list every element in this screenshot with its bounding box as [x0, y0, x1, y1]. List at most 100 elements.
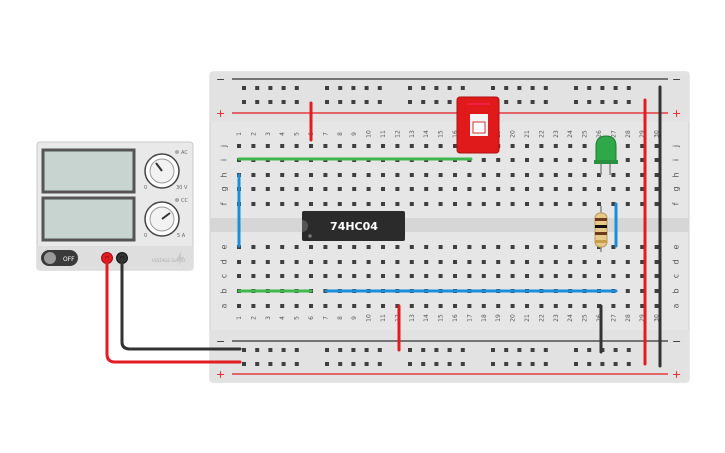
breadboard-hole[interactable]	[294, 304, 299, 308]
breadboard-hole[interactable]	[491, 348, 495, 352]
breadboard-hole[interactable]	[530, 348, 535, 352]
breadboard-hole[interactable]	[381, 304, 385, 308]
breadboard-hole[interactable]	[597, 274, 601, 278]
breadboard-hole[interactable]	[381, 260, 385, 264]
breadboard-hole[interactable]	[582, 173, 587, 177]
breadboard-hole[interactable]	[395, 304, 400, 308]
breadboard-hole[interactable]	[409, 187, 414, 191]
breadboard-hole[interactable]	[582, 260, 587, 264]
breadboard-hole[interactable]	[530, 86, 535, 90]
breadboard-hole[interactable]	[421, 348, 426, 352]
breadboard-hole[interactable]	[364, 100, 369, 104]
breadboard-hole[interactable]	[323, 304, 328, 308]
breadboard-hole[interactable]	[255, 362, 260, 366]
breadboard-hole[interactable]	[337, 260, 342, 264]
breadboard-hole[interactable]	[265, 202, 270, 206]
breadboard-hole[interactable]	[265, 173, 270, 177]
breadboard-hole[interactable]	[366, 274, 371, 278]
breadboard-hole[interactable]	[281, 362, 286, 366]
breadboard-hole[interactable]	[574, 86, 578, 90]
breadboard-hole[interactable]	[265, 144, 270, 148]
breadboard-hole[interactable]	[543, 348, 548, 352]
breadboard-hole[interactable]	[323, 187, 328, 191]
breadboard-hole[interactable]	[268, 362, 273, 366]
breadboard-hole[interactable]	[251, 187, 256, 191]
breadboard-hole[interactable]	[467, 187, 472, 191]
breadboard-hole[interactable]	[510, 304, 515, 308]
breadboard-hole[interactable]	[625, 289, 630, 293]
breadboard-hole[interactable]	[438, 144, 443, 148]
breadboard-hole[interactable]	[447, 362, 452, 366]
breadboard-hole[interactable]	[323, 144, 328, 148]
breadboard-hole[interactable]	[654, 245, 659, 249]
breadboard-hole[interactable]	[517, 348, 522, 352]
breadboard-hole[interactable]	[613, 348, 618, 352]
breadboard-hole[interactable]	[294, 187, 299, 191]
breadboard-hole[interactable]	[268, 86, 273, 90]
breadboard-hole[interactable]	[281, 348, 286, 352]
breadboard-hole[interactable]	[613, 86, 618, 90]
breadboard-hole[interactable]	[453, 304, 457, 308]
breadboard-hole[interactable]	[543, 362, 548, 366]
voltage-knob[interactable]	[144, 153, 180, 189]
breadboard-hole[interactable]	[626, 348, 631, 352]
breadboard-hole[interactable]	[525, 245, 529, 249]
breadboard-hole[interactable]	[237, 304, 241, 308]
breadboard-hole[interactable]	[496, 202, 501, 206]
breadboard-hole[interactable]	[597, 173, 601, 177]
breadboard-hole[interactable]	[323, 202, 328, 206]
breadboard-hole[interactable]	[351, 100, 356, 104]
breadboard-hole[interactable]	[364, 348, 369, 352]
breadboard-hole[interactable]	[352, 202, 357, 206]
breadboard-hole[interactable]	[409, 144, 414, 148]
breadboard-hole[interactable]	[640, 202, 645, 206]
breadboard-hole[interactable]	[381, 274, 385, 278]
breadboard-hole[interactable]	[337, 202, 342, 206]
breadboard-hole[interactable]	[424, 202, 429, 206]
breadboard-hole[interactable]	[408, 86, 412, 90]
breadboard-hole[interactable]	[543, 100, 548, 104]
breadboard-hole[interactable]	[611, 274, 616, 278]
breadboard-hole[interactable]	[525, 173, 529, 177]
breadboard-hole[interactable]	[600, 86, 605, 90]
breadboard-hole[interactable]	[453, 144, 457, 148]
breadboard-hole[interactable]	[530, 100, 535, 104]
breadboard-hole[interactable]	[510, 202, 515, 206]
breadboard-hole[interactable]	[510, 144, 515, 148]
breadboard-hole[interactable]	[611, 260, 616, 264]
breadboard-hole[interactable]	[251, 304, 256, 308]
breadboard-hole[interactable]	[525, 260, 529, 264]
breadboard-hole[interactable]	[568, 144, 573, 148]
breadboard-hole[interactable]	[481, 158, 486, 162]
breadboard-hole[interactable]	[582, 245, 587, 249]
breadboard-hole[interactable]	[568, 202, 573, 206]
breadboard-hole[interactable]	[553, 158, 558, 162]
breadboard-hole[interactable]	[525, 274, 529, 278]
breadboard-hole[interactable]	[251, 173, 256, 177]
breadboard-hole[interactable]	[611, 187, 616, 191]
breadboard-hole[interactable]	[280, 187, 285, 191]
breadboard-hole[interactable]	[568, 173, 573, 177]
breadboard-hole[interactable]	[325, 348, 329, 352]
breadboard-hole[interactable]	[654, 144, 659, 148]
breadboard-hole[interactable]	[654, 187, 659, 191]
breadboard-hole[interactable]	[323, 173, 328, 177]
breadboard-hole[interactable]	[640, 245, 645, 249]
breadboard-hole[interactable]	[553, 187, 558, 191]
breadboard-hole[interactable]	[539, 245, 544, 249]
breadboard-hole[interactable]	[381, 187, 385, 191]
breadboard-hole[interactable]	[294, 245, 299, 249]
breadboard-hole[interactable]	[352, 245, 357, 249]
breadboard-hole[interactable]	[366, 304, 371, 308]
breadboard-hole[interactable]	[434, 86, 439, 90]
breadboard-hole[interactable]	[309, 304, 313, 308]
breadboard-hole[interactable]	[323, 260, 328, 264]
breadboard-hole[interactable]	[421, 362, 426, 366]
breadboard-hole[interactable]	[438, 187, 443, 191]
breadboard-hole[interactable]	[281, 100, 286, 104]
breadboard-hole[interactable]	[568, 245, 573, 249]
breadboard-hole[interactable]	[491, 362, 495, 366]
breadboard-hole[interactable]	[582, 202, 587, 206]
breadboard-hole[interactable]	[597, 260, 601, 264]
breadboard-hole[interactable]	[568, 274, 573, 278]
